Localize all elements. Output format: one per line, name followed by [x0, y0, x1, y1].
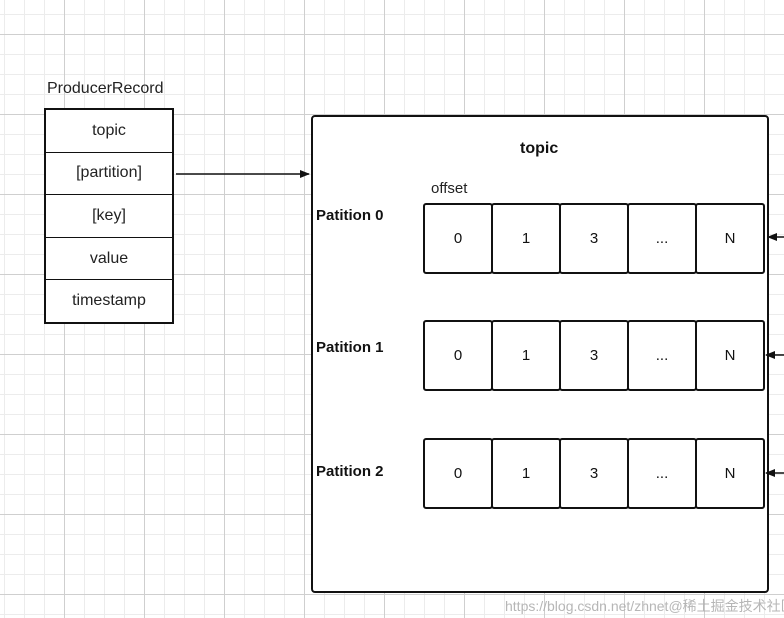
record-field-partition: [partition] [46, 153, 172, 196]
offset-label: offset [431, 180, 468, 197]
record-field-value: value [46, 238, 172, 281]
partition-0-label: Patition 0 [316, 207, 384, 224]
topic-title: topic [520, 140, 559, 157]
producer-record-title: ProducerRecord [47, 80, 164, 97]
partition-0-segment: ... [627, 203, 697, 274]
partition-2-label: Patition 2 [316, 463, 384, 480]
partition-1-log: 0 1 3 ... N [423, 320, 765, 391]
watermark: https://blog.csdn.net/zhnet@稀土掘金技术社区 [505, 598, 784, 614]
partition-0-segment: N [695, 203, 765, 274]
partition-1-segment: 1 [491, 320, 561, 391]
record-field-timestamp: timestamp [72, 292, 146, 310]
partition-2-segment: ... [627, 438, 697, 509]
partition-1-segment: 0 [423, 320, 493, 391]
partition-0-segment: 1 [491, 203, 561, 274]
partition-2-segment: 0 [423, 438, 493, 509]
partition-1-segment: N [695, 320, 765, 391]
partition-1-label: Patition 1 [316, 339, 384, 356]
record-field-topic: topic [46, 110, 172, 153]
record-field-key: [key] [46, 195, 172, 238]
partition-2-log: 0 1 3 ... N [423, 438, 765, 509]
partition-2-segment: 1 [491, 438, 561, 509]
producer-record-box: topic [partition] [key] value timestamp [44, 108, 174, 324]
partition-0-log: 0 1 3 ... N [423, 203, 765, 274]
partition-2-segment: N [695, 438, 765, 509]
partition-0-segment: 0 [423, 203, 493, 274]
